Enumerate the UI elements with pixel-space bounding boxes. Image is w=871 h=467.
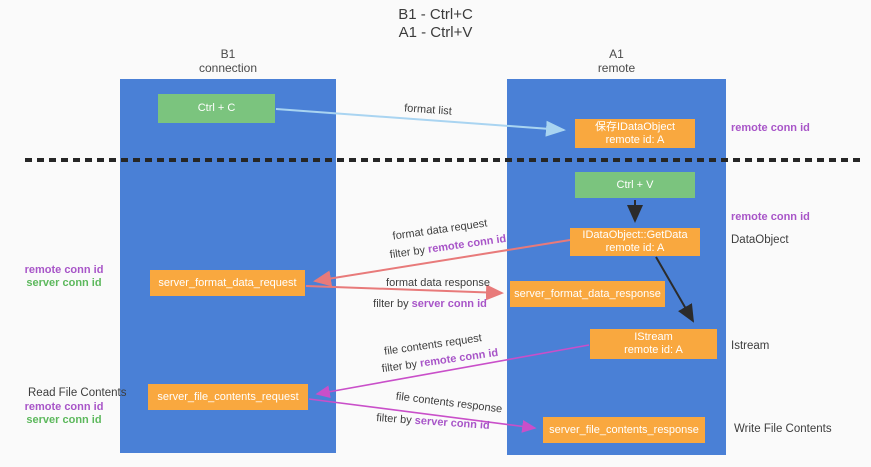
title-line-2: A1 - Ctrl+V <box>398 24 473 41</box>
server-format-data-request-box: server_format_data_request <box>150 270 305 296</box>
write-file-contents-label: Write File Contents <box>734 423 832 435</box>
idataobject-getdata-box: IDataObject::GetData remote id: A <box>570 228 700 256</box>
filter-by-text: filter by <box>389 243 429 262</box>
server-format-data-response-box: server_format_data_response <box>510 281 665 307</box>
server-format-data-request-label: server_format_data_request <box>158 276 297 289</box>
server-file-contents-response-label: server_file_contents_response <box>549 423 699 436</box>
filter-by-text: filter by <box>375 412 416 427</box>
right-column-role: remote <box>597 61 636 75</box>
file-contents-response-label: file contents response <box>395 390 503 416</box>
left-column-header: B1 connection <box>120 47 336 75</box>
left-conn-id-stack-2: remote conn id server conn id <box>14 401 114 427</box>
filter-by-text: filter by <box>373 298 412 310</box>
remote-conn-id-right-2: remote conn id <box>731 211 810 223</box>
remote-conn-id-text: remote conn id <box>427 232 507 256</box>
diagram-title: B1 - Ctrl+C A1 - Ctrl+V <box>0 6 871 42</box>
idataobject-getdata-line1: IDataObject::GetData <box>582 229 688 241</box>
remote-conn-id-left-2: remote conn id <box>24 401 104 413</box>
idataobject-getdata-line2: remote id: A <box>605 242 665 254</box>
server-conn-id-text: server conn id <box>414 414 491 432</box>
dataobject-label: DataObject <box>731 234 789 246</box>
ctrl-v-box: Ctrl + V <box>575 172 695 198</box>
filter-by-server-conn-id-label-1: filter by server conn id <box>373 298 487 310</box>
ctrl-c-box: Ctrl + C <box>158 94 275 123</box>
remote-conn-id-right-1: remote conn id <box>731 122 810 134</box>
filter-by-text: filter by <box>381 357 421 376</box>
istream-side-label: Istream <box>731 340 770 352</box>
ctrl-v-label: Ctrl + V <box>616 178 654 191</box>
filter-by-server-conn-id-label-2: filter by server conn id <box>376 412 490 432</box>
format-data-response-label: format data response <box>386 277 490 289</box>
save-idataobject-line1: 保存IDataObject <box>594 120 676 133</box>
save-idataobject-line2: remote id: A <box>605 133 665 146</box>
istream-box: IStream remote id: A <box>590 329 717 359</box>
format-list-label: format list <box>403 102 453 118</box>
server-file-contents-request-label: server_file_contents_request <box>157 390 299 403</box>
server-conn-id-left-2: server conn id <box>26 414 102 426</box>
istream-line2: remote id: A <box>624 344 683 356</box>
phase-separator-dashed-line <box>25 158 863 162</box>
title-line-1: B1 - Ctrl+C <box>398 6 473 23</box>
right-column-name: A1 <box>609 47 624 61</box>
server-conn-id-text: server conn id <box>411 298 487 310</box>
ctrl-c-label: Ctrl + C <box>197 102 236 114</box>
save-idataobject-box: 保存IDataObject remote id: A <box>575 119 695 148</box>
right-column-header: A1 remote <box>507 47 726 75</box>
left-conn-id-stack-1: remote conn id server conn id <box>14 264 114 290</box>
server-file-contents-request-box: server_file_contents_request <box>148 384 308 410</box>
remote-conn-id-left-1: remote conn id <box>24 264 104 276</box>
left-column-name: B1 <box>220 47 236 61</box>
read-file-contents-label: Read File Contents <box>28 387 127 399</box>
left-column-role: connection <box>198 61 258 75</box>
istream-line1: IStream <box>634 331 673 343</box>
server-conn-id-left-1: server conn id <box>26 277 102 289</box>
server-file-contents-response-box: server_file_contents_response <box>543 417 705 443</box>
server-format-data-response-label: server_format_data_response <box>514 287 661 300</box>
